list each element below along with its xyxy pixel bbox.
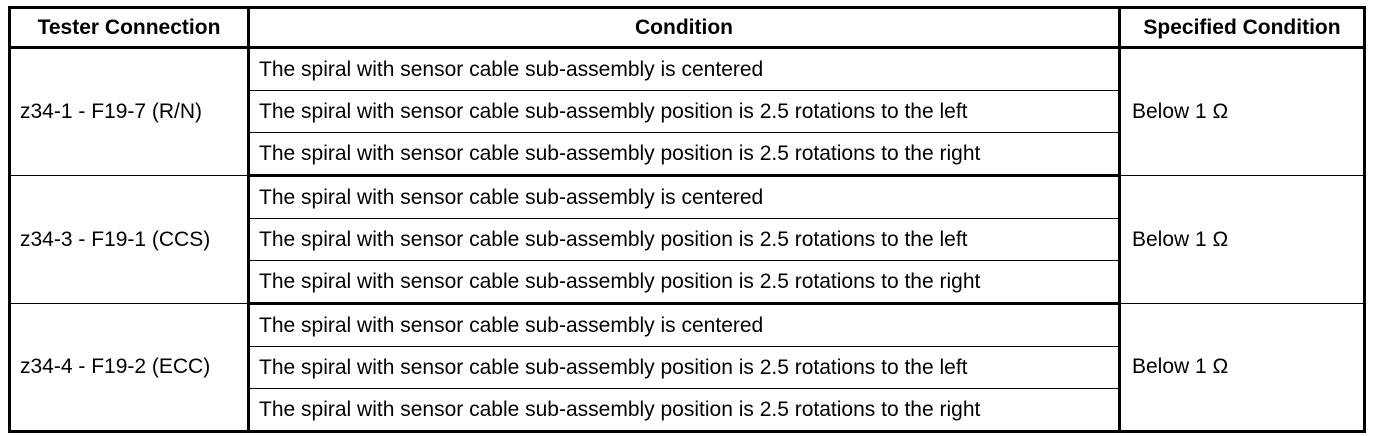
specified-condition-cell: Below 1 Ω: [1118, 47, 1365, 176]
condition-cell: The spiral with sensor cable sub-assembl…: [248, 218, 1120, 261]
condition-cell: The spiral with sensor cable sub-assembl…: [248, 175, 1120, 219]
condition-cell: The spiral with sensor cable sub-assembl…: [248, 47, 1120, 91]
condition-cell: The spiral with sensor cable sub-assembl…: [248, 388, 1120, 432]
condition-cell: The spiral with sensor cable sub-assembl…: [248, 346, 1120, 389]
table-header: Tester Connection Condition Specified Co…: [9, 7, 1365, 49]
tester-connection-cell: z34-4 - F19-2 (ECC): [9, 303, 250, 432]
specified-condition-cell: Below 1 Ω: [1118, 303, 1365, 432]
column-header-specified-condition: Specified Condition: [1118, 7, 1365, 49]
condition-cell: The spiral with sensor cable sub-assembl…: [248, 303, 1120, 347]
inspection-spec-table: Tester Connection Condition Specified Co…: [8, 6, 1366, 433]
table-row: The spiral with sensor cable sub-assembl…: [10, 260, 1365, 305]
condition-cell: The spiral with sensor cable sub-assembl…: [248, 260, 1120, 305]
table-row: The spiral with sensor cable sub-assembl…: [10, 132, 1365, 177]
column-header-condition: Condition: [248, 7, 1120, 49]
specified-condition-cell: Below 1 Ω: [1118, 175, 1365, 304]
table-row: z34-3 - F19-1 (CCS) The spiral with sens…: [9, 175, 1365, 304]
tester-connection-cell: z34-3 - F19-1 (CCS): [9, 175, 250, 304]
table-header-row: Tester Connection Condition Specified Co…: [9, 7, 1365, 49]
table-row: z34-1 - F19-7 (R/N) The spiral with sens…: [9, 47, 1365, 176]
table-row: The spiral with sensor cable sub-assembl…: [10, 388, 1365, 432]
table-body: z34-1 - F19-7 (R/N) The spiral with sens…: [9, 47, 1365, 432]
tester-connection-cell: z34-1 - F19-7 (R/N): [9, 47, 250, 176]
condition-cell: The spiral with sensor cable sub-assembl…: [248, 132, 1120, 177]
table-row: The spiral with sensor cable sub-assembl…: [10, 346, 1365, 389]
condition-cell: The spiral with sensor cable sub-assembl…: [248, 90, 1120, 133]
table-row: z34-4 - F19-2 (ECC) The spiral with sens…: [9, 303, 1365, 432]
column-header-tester-connection: Tester Connection: [9, 7, 250, 49]
table-row: The spiral with sensor cable sub-assembl…: [10, 90, 1365, 133]
